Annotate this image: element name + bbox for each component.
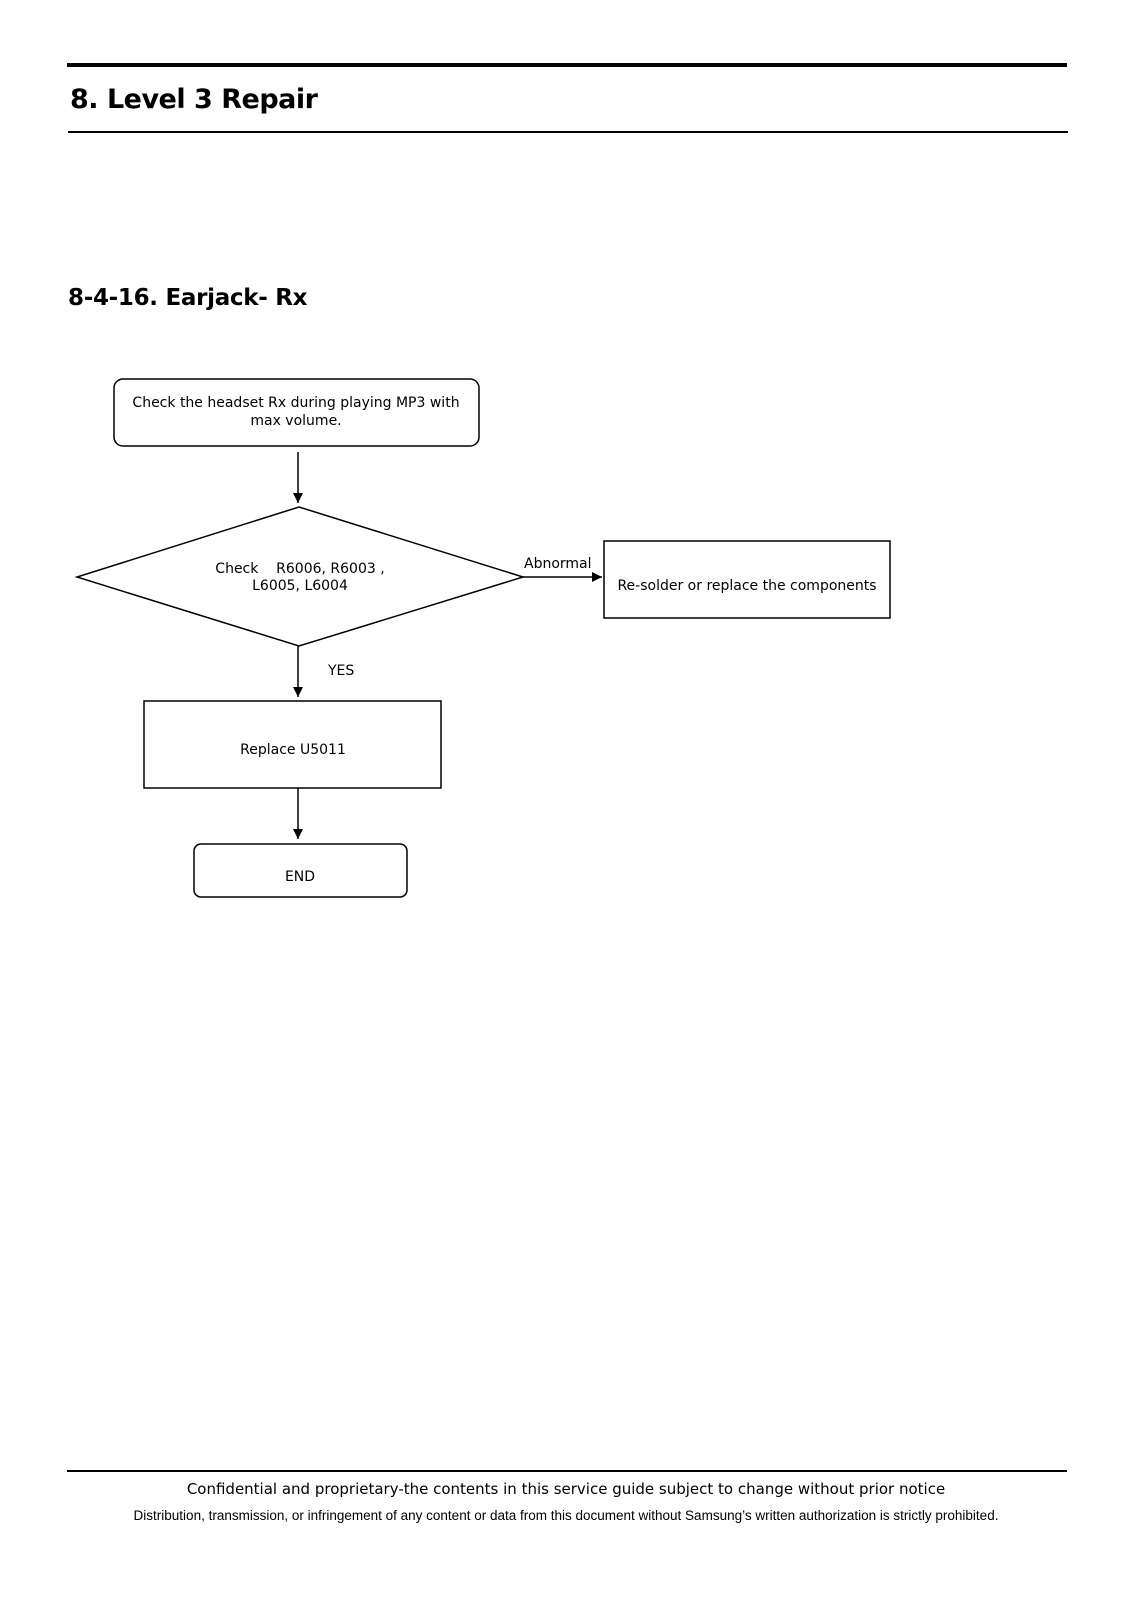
replace-step-box	[143, 700, 442, 789]
start-step-box	[113, 378, 480, 447]
end-step: END	[193, 843, 408, 898]
footer-rule	[67, 1470, 1067, 1472]
yes-label: YES	[327, 663, 354, 679]
check-components-decision: Check R6006, R6003 , L6005, L6004	[74, 506, 526, 647]
start-step-text-line2: max volume.	[250, 413, 341, 429]
header-top-rule	[67, 63, 1067, 67]
decision-text-line1: Check R6006, R6003 ,	[215, 561, 384, 577]
start-step: Check the headset Rx during playing MP3 …	[113, 378, 480, 447]
header-bottom-rule	[68, 131, 1068, 133]
replace-step: Replace U5011	[143, 700, 442, 789]
section-title: 8-4-16. Earjack- Rx	[68, 285, 308, 311]
replace-step-text: Replace U5011	[240, 742, 346, 758]
footer-confidential-notice: Confidential and proprietary-the content…	[186, 1480, 946, 1498]
footer-distribution-notice: Distribution, transmission, or infringem…	[133, 1508, 999, 1523]
repair-flowchart: Check the headset Rx during playing MP3 …	[74, 378, 891, 898]
resolder-step-text: Re-solder or replace the components	[617, 578, 876, 594]
page-title: 8. Level 3 Repair	[70, 84, 318, 115]
resolder-step-box	[603, 540, 891, 619]
resolder-step: Re-solder or replace the components	[603, 540, 891, 619]
decision-diamond	[74, 506, 526, 647]
abnormal-label: Abnormal	[524, 556, 592, 572]
start-step-text-line1: Check the headset Rx during playing MP3 …	[132, 395, 459, 411]
end-step-box	[193, 843, 408, 898]
end-step-text: END	[285, 869, 315, 885]
decision-text-line2: L6005, L6004	[252, 578, 348, 594]
